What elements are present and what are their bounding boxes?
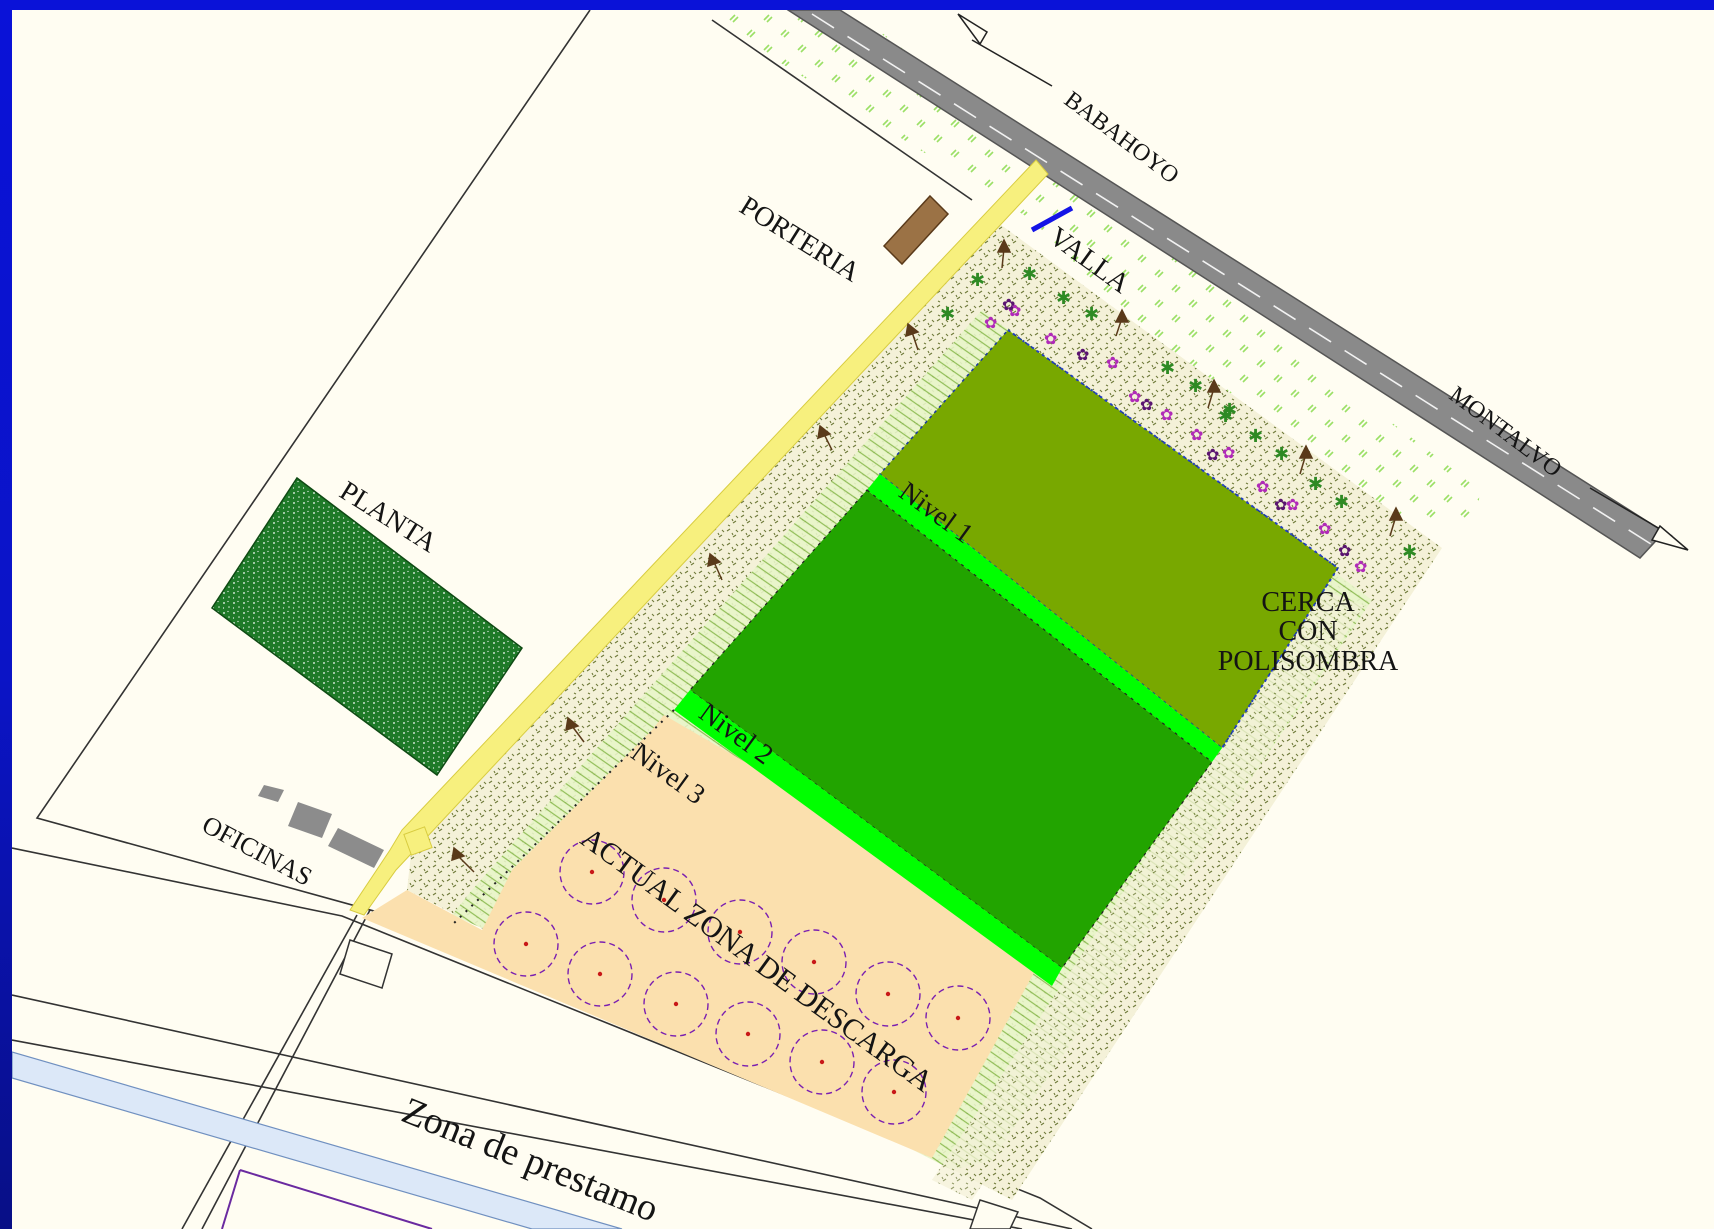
shade-fence-label: CERCA CON POLISOMBRA [1188,587,1428,677]
svg-text:✱: ✱ [970,270,985,291]
svg-text:✱: ✱ [1188,376,1203,397]
level-2-platform [689,489,1213,969]
dark-flower-row: ✿✿✿ ✿✿✿ [1002,295,1351,560]
svg-text:✱: ✱ [1160,358,1175,379]
svg-text:✱: ✱ [1218,406,1233,427]
flower-row: ✿✿✿ ✿✿✿ ✿✿✿ ✿✿✿ [984,301,1367,576]
svg-text:✿: ✿ [1128,387,1141,406]
svg-text:✿: ✿ [1076,345,1089,364]
tree-markers-walkway [451,238,1404,873]
tree-circles [493,839,991,1125]
svg-text:✿: ✿ [1222,443,1235,462]
svg-text:✿: ✿ [1274,495,1287,514]
svg-text:✱: ✱ [1084,304,1099,325]
tree-row-upper: ✱✱✱ ✱✱✱ ✱✱✱ ✱✱✱ ✱✱ [940,264,1417,563]
svg-text:✿: ✿ [1160,405,1173,424]
roadside-grass-strip [712,10,1480,518]
walkway-step [403,826,433,856]
shade-fence-label-line-1: CERCA [1261,587,1355,618]
shade-fence-label-line-3: POLISOMBRA [1217,645,1399,677]
culvert-box-right [969,1199,1020,1229]
shade-fence-label-line-2: CON [1278,616,1338,648]
svg-text:✿: ✿ [1338,541,1351,560]
svg-text:✱: ✱ [1308,474,1323,495]
office-buildings [258,785,384,868]
svg-text:✿: ✿ [1256,477,1269,496]
site-plan-drawing: ✱✱✱ ✱✱✱ ✱✱✱ ✱✱✱ ✱✱ ✿✿✿ ✿✿✿ ✿✿✿ ✿✿✿ ✿✿✿ ✿… [12,10,1689,1229]
svg-text:✱: ✱ [1402,542,1417,563]
direction-arrow-right [1589,487,1689,551]
svg-text:✿: ✿ [1106,353,1119,372]
level-separator-1 [867,474,1222,762]
east-vegetated-strip [932,590,1364,1200]
svg-text:✱: ✱ [1056,288,1071,309]
level-3-boundary [451,709,675,926]
svg-text:✿: ✿ [1354,557,1367,576]
site-plan-frame: ✱✱✱ ✱✱✱ ✱✱✱ ✱✱✱ ✱✱ ✿✿✿ ✿✿✿ ✿✿✿ ✿✿✿ ✿✿✿ ✿… [12,10,1714,1229]
svg-text:✱: ✱ [1222,400,1237,421]
svg-text:✿: ✿ [1206,445,1219,464]
level-separator-2 [674,690,1062,986]
valve-marker [1030,205,1074,233]
gatehouse-building [882,194,950,266]
lower-parcel [221,1169,241,1229]
culvert-box-left [339,939,393,989]
property-boundary [12,10,1093,1229]
svg-text:✱: ✱ [1334,492,1349,513]
svg-text:✿: ✿ [984,313,997,332]
svg-text:✱: ✱ [1274,444,1289,465]
unloading-zone-area [362,715,1052,1158]
svg-text:✿: ✿ [1044,329,1057,348]
svg-text:✿: ✿ [1140,395,1153,414]
north-arrow-top [957,13,1053,87]
svg-text:✱: ✱ [1248,426,1263,447]
svg-text:✱: ✱ [1022,264,1037,285]
plant-building [210,476,524,777]
level-1-platform [878,328,1340,750]
svg-text:✿: ✿ [1286,495,1299,514]
lower-road-strip [12,1051,623,1229]
svg-text:✱: ✱ [940,304,955,325]
svg-text:✿: ✿ [1008,301,1021,320]
svg-text:✿: ✿ [1002,295,1015,314]
svg-text:✿: ✿ [1190,425,1203,444]
tree-circle-centers [523,869,961,1095]
svg-text:✿: ✿ [1318,519,1331,538]
access-walkway [349,159,1049,916]
